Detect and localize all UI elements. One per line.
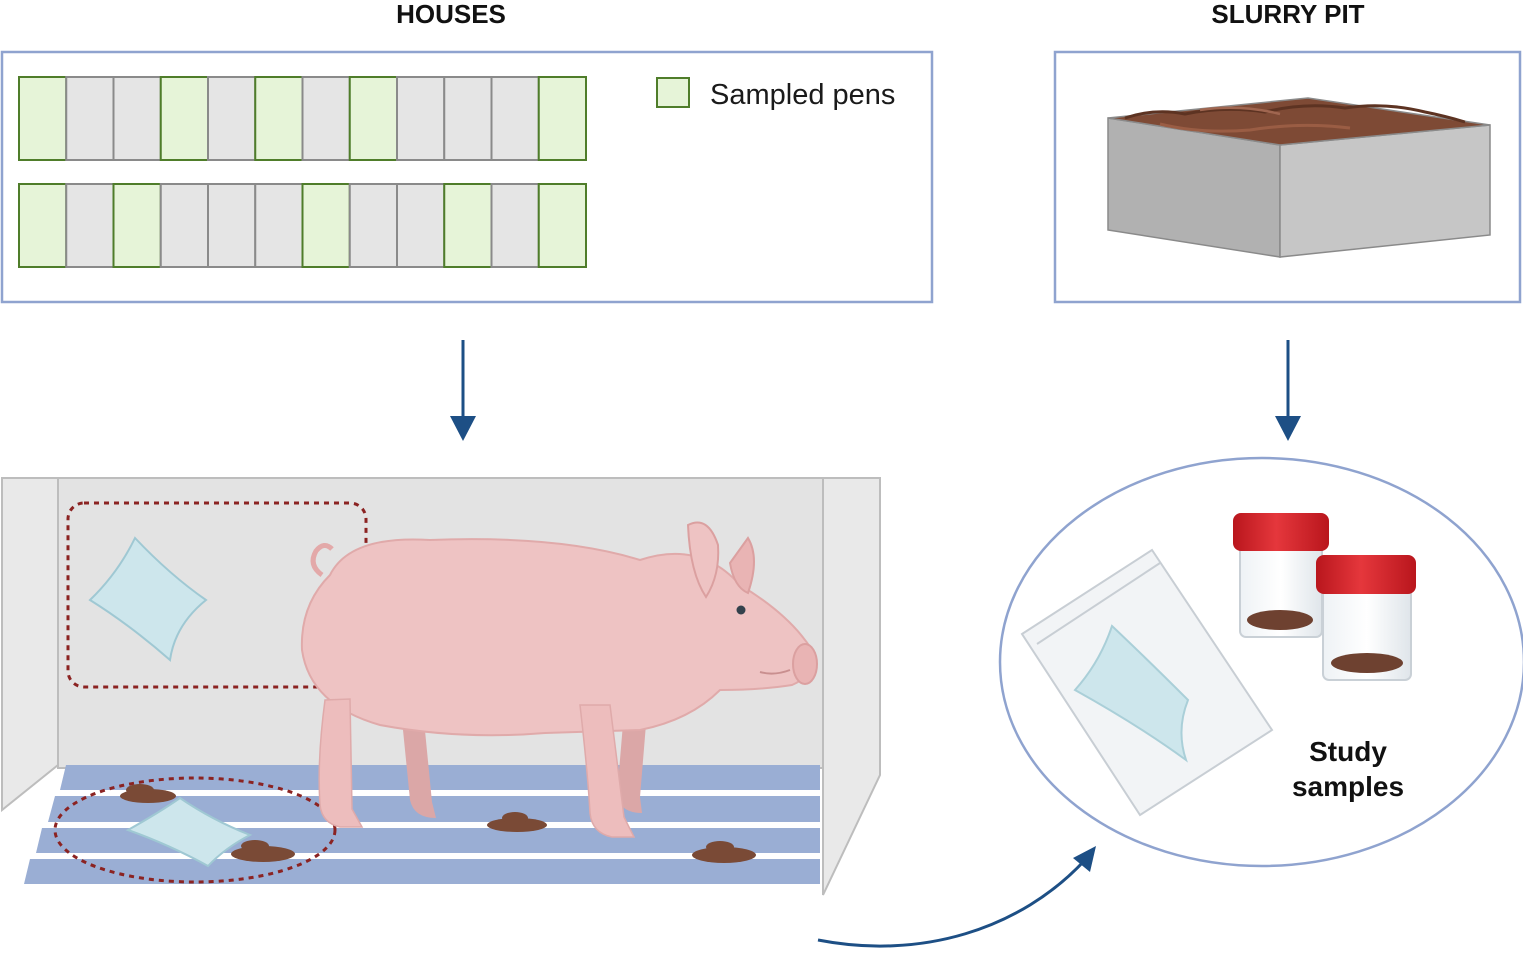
floor-wipe-icon [125,796,253,868]
pen-unsampled [490,76,540,161]
pen-sampled [254,76,304,161]
manure-piles [120,784,756,863]
pen-unsampled [207,183,257,268]
slurry-title: SLURRY PIT [1211,0,1364,29]
samples-oval: Study samples [998,456,1523,868]
pen-scene [0,477,881,896]
floor-sampling-area [53,776,337,884]
pen-unsampled [65,183,115,268]
sample-jar-icon-2 [1316,555,1416,681]
pen-sampled [537,76,587,161]
legend-swatch [656,77,690,108]
pen-unsampled [65,76,115,161]
pen-unsampled [112,76,162,161]
arrow-houses-down [450,340,476,441]
pen-sampled [112,183,162,268]
pen-row-1 [18,76,587,161]
pen-unsampled [301,76,351,161]
pen-row-2 [18,183,587,268]
pen-unsampled [396,76,446,161]
arrow-pen-to-samples [817,846,1096,948]
pen-unsampled [490,183,540,268]
pen-sampled [301,183,351,268]
pig-illustration [300,521,818,838]
wall-sampling-area [66,501,368,689]
pen-unsampled [443,76,493,161]
pen-unsampled [207,76,257,161]
pen-sampled [18,183,68,268]
pen-sampled [537,183,587,268]
pen-unsampled [254,183,304,268]
wall-wipe-icon [88,536,208,662]
study-samples-label-line2: samples [1292,771,1404,802]
houses-title: HOUSES [396,0,506,29]
arrow-slurry-down [1275,340,1301,441]
pen-sampled [348,76,398,161]
pen-unsampled [159,183,209,268]
pen-sampled [159,76,209,161]
pen-sampled [443,183,493,268]
slurry-pit-illustration [1107,97,1491,258]
legend-label: Sampled pens [710,79,895,111]
pen-sampled [18,76,68,161]
pen-unsampled [348,183,398,268]
sample-bag-icon [1020,548,1274,817]
sample-jar-icon-1 [1233,513,1329,638]
study-samples-label-line1: Study [1309,736,1387,767]
pen-unsampled [396,183,446,268]
